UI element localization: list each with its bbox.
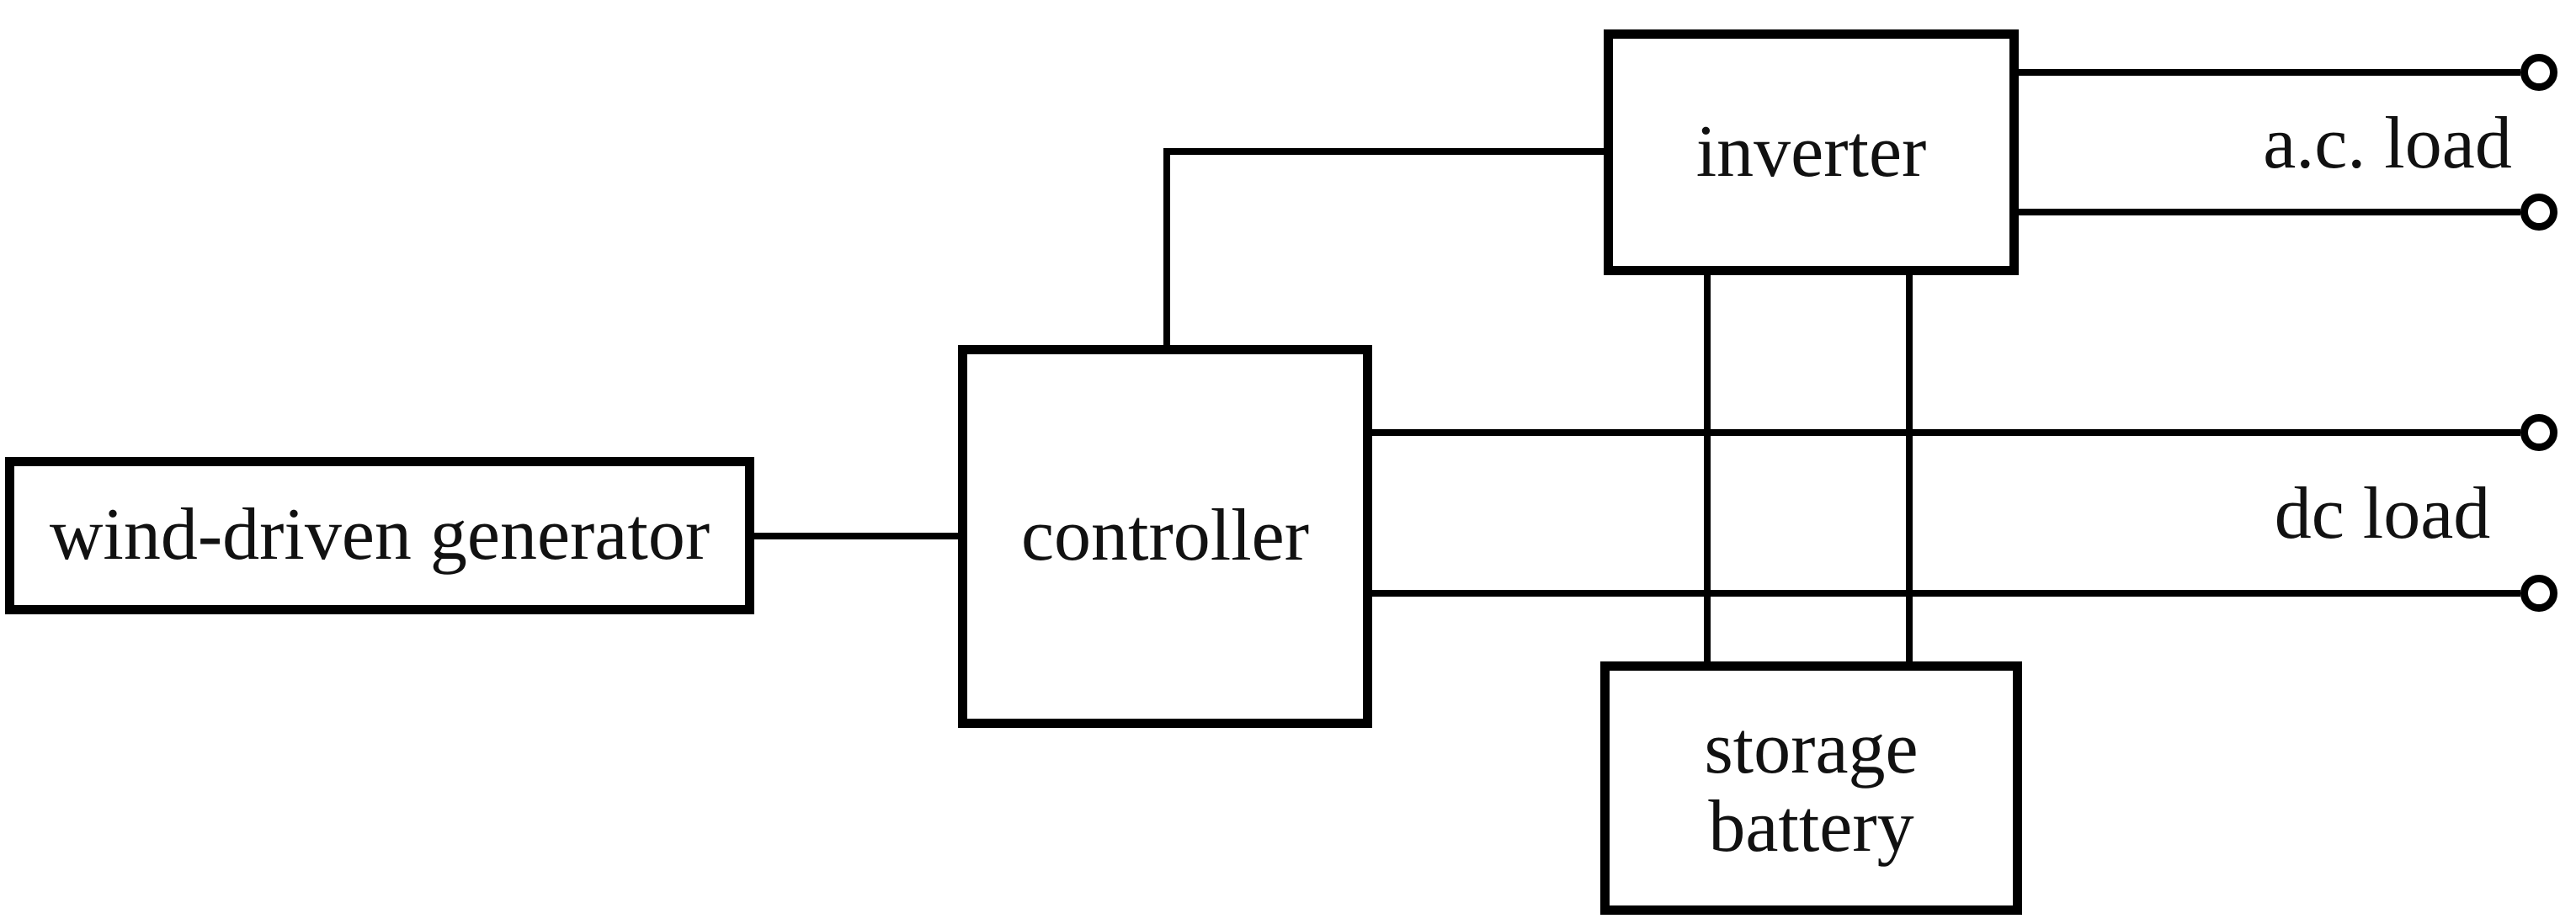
ac-load-label: a.c. load bbox=[2263, 102, 2512, 184]
wire-generator-to-controller bbox=[754, 533, 958, 539]
dc-load-terminal-top-icon bbox=[2520, 414, 2557, 451]
dc-load-label: dc load bbox=[2274, 472, 2491, 555]
generator-box: wind-driven generator bbox=[5, 457, 754, 614]
battery-label-line1: storage bbox=[1704, 708, 1919, 790]
ac-load-terminal-bottom-icon bbox=[2520, 194, 2557, 231]
battery-label: storage battery bbox=[1704, 708, 1919, 868]
wire-inverter-to-battery-right bbox=[1906, 271, 1913, 665]
wire-inverter-to-ac-load-bottom bbox=[2014, 209, 2520, 215]
battery-box: storage battery bbox=[1600, 661, 2022, 915]
inverter-label: inverter bbox=[1695, 110, 1927, 193]
wire-controller-to-inverter-vertical bbox=[1163, 148, 1170, 350]
dc-load-terminal-bottom-icon bbox=[2520, 575, 2557, 612]
wire-controller-to-dc-load-bottom bbox=[1367, 590, 2520, 597]
controller-box: controller bbox=[958, 345, 1372, 728]
ac-load-terminal-top-icon bbox=[2520, 54, 2557, 91]
wire-controller-to-dc-load-top bbox=[1367, 429, 2520, 436]
wire-inverter-to-battery-left bbox=[1704, 271, 1711, 665]
battery-label-line2: battery bbox=[1708, 785, 1914, 868]
wire-controller-to-inverter-horizontal bbox=[1163, 148, 1610, 155]
controller-label: controller bbox=[1020, 495, 1310, 577]
wire-inverter-to-ac-load-top bbox=[2014, 69, 2520, 76]
generator-label: wind-driven generator bbox=[49, 494, 711, 576]
inverter-box: inverter bbox=[1604, 29, 2019, 275]
